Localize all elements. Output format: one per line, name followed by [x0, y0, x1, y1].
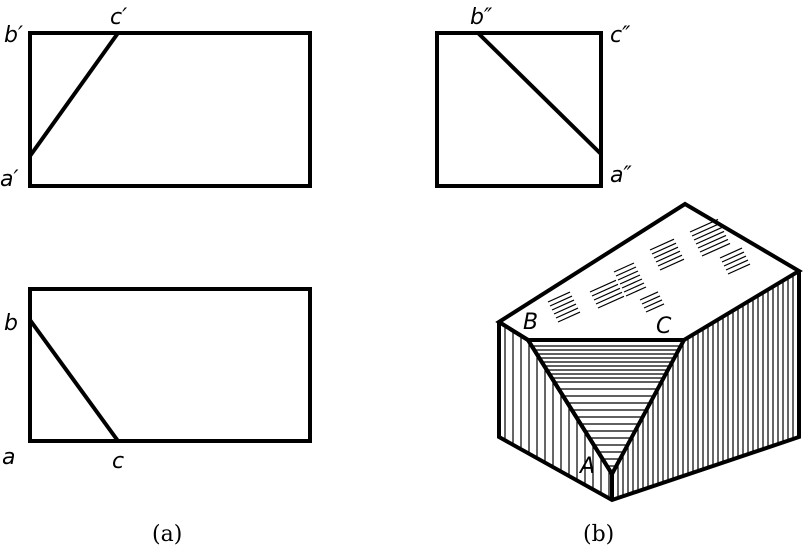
edge-ba — [526, 338, 614, 476]
hatch-line — [653, 246, 679, 259]
hatch-line — [643, 299, 663, 309]
iso-label-C: C — [656, 314, 672, 339]
hatch-line — [655, 250, 681, 263]
hatch-line — [551, 299, 575, 311]
top-view: b a c — [2, 287, 312, 474]
hatch-line — [589, 279, 617, 293]
side-view-outline — [435, 31, 603, 188]
front-view: b′ c′ a′ — [0, 5, 312, 192]
top-label-b: b — [4, 311, 18, 336]
side-label-c: c″ — [610, 23, 631, 48]
hatch-line — [727, 263, 751, 275]
hatch-line — [695, 230, 725, 245]
hatch-line — [623, 282, 645, 293]
front-label-c: c′ — [110, 5, 127, 30]
hatch-line — [641, 295, 661, 305]
front-view-outline — [28, 31, 312, 188]
caption-a: (a) — [152, 522, 182, 547]
hatch-line — [615, 266, 637, 277]
top-face-hatching — [547, 218, 751, 323]
side-view-cut-line — [476, 31, 603, 156]
hatch-line — [701, 242, 731, 257]
edge-left-top — [497, 320, 530, 342]
hatch-line — [721, 251, 745, 263]
hatch-line — [549, 295, 573, 307]
hatch-line — [591, 283, 619, 297]
iso-label-A: A — [578, 454, 595, 479]
hatch-line — [621, 278, 643, 289]
hatch-line — [553, 303, 577, 315]
hatch-line — [625, 286, 647, 297]
top-view-outline — [28, 287, 312, 443]
hatch-line — [691, 222, 721, 237]
hatch-line — [725, 259, 749, 271]
hatch-line — [617, 270, 639, 281]
hatch-line — [639, 291, 659, 301]
hatch-line — [693, 226, 723, 241]
hatch-line — [651, 242, 677, 255]
hatch-line — [619, 274, 641, 285]
top-view-cut-line — [28, 318, 120, 443]
top-face-outline — [495, 201, 803, 342]
top-label-a: a — [2, 445, 15, 470]
hatch-line — [697, 234, 727, 249]
hatch-line — [547, 291, 571, 303]
cut-triangle-outline — [524, 338, 688, 478]
hatch-line — [719, 247, 743, 259]
top-label-c: c — [112, 449, 124, 474]
hatch-line — [699, 238, 729, 253]
front-view-cut-line — [28, 31, 120, 158]
hatch-line — [595, 291, 623, 305]
hatch-line — [557, 311, 581, 323]
isometric-view: B C A — [495, 201, 803, 503]
hatch-line — [613, 262, 635, 273]
front-label-b: b′ — [4, 23, 23, 48]
iso-label-B: B — [523, 310, 538, 335]
caption-b: (b) — [583, 522, 614, 547]
side-view: b″ c″ a″ — [435, 5, 632, 188]
hatch-line — [659, 258, 685, 271]
hatch-line — [645, 303, 665, 313]
hatch-line — [593, 287, 621, 301]
front-label-a: a′ — [0, 167, 18, 192]
hatch-line — [649, 238, 675, 251]
hatch-line — [657, 254, 683, 267]
hatch-line — [555, 307, 579, 319]
side-label-a: a″ — [610, 163, 632, 188]
hatch-line — [597, 295, 625, 309]
hatch-line — [723, 255, 747, 267]
side-label-b: b″ — [470, 5, 493, 30]
